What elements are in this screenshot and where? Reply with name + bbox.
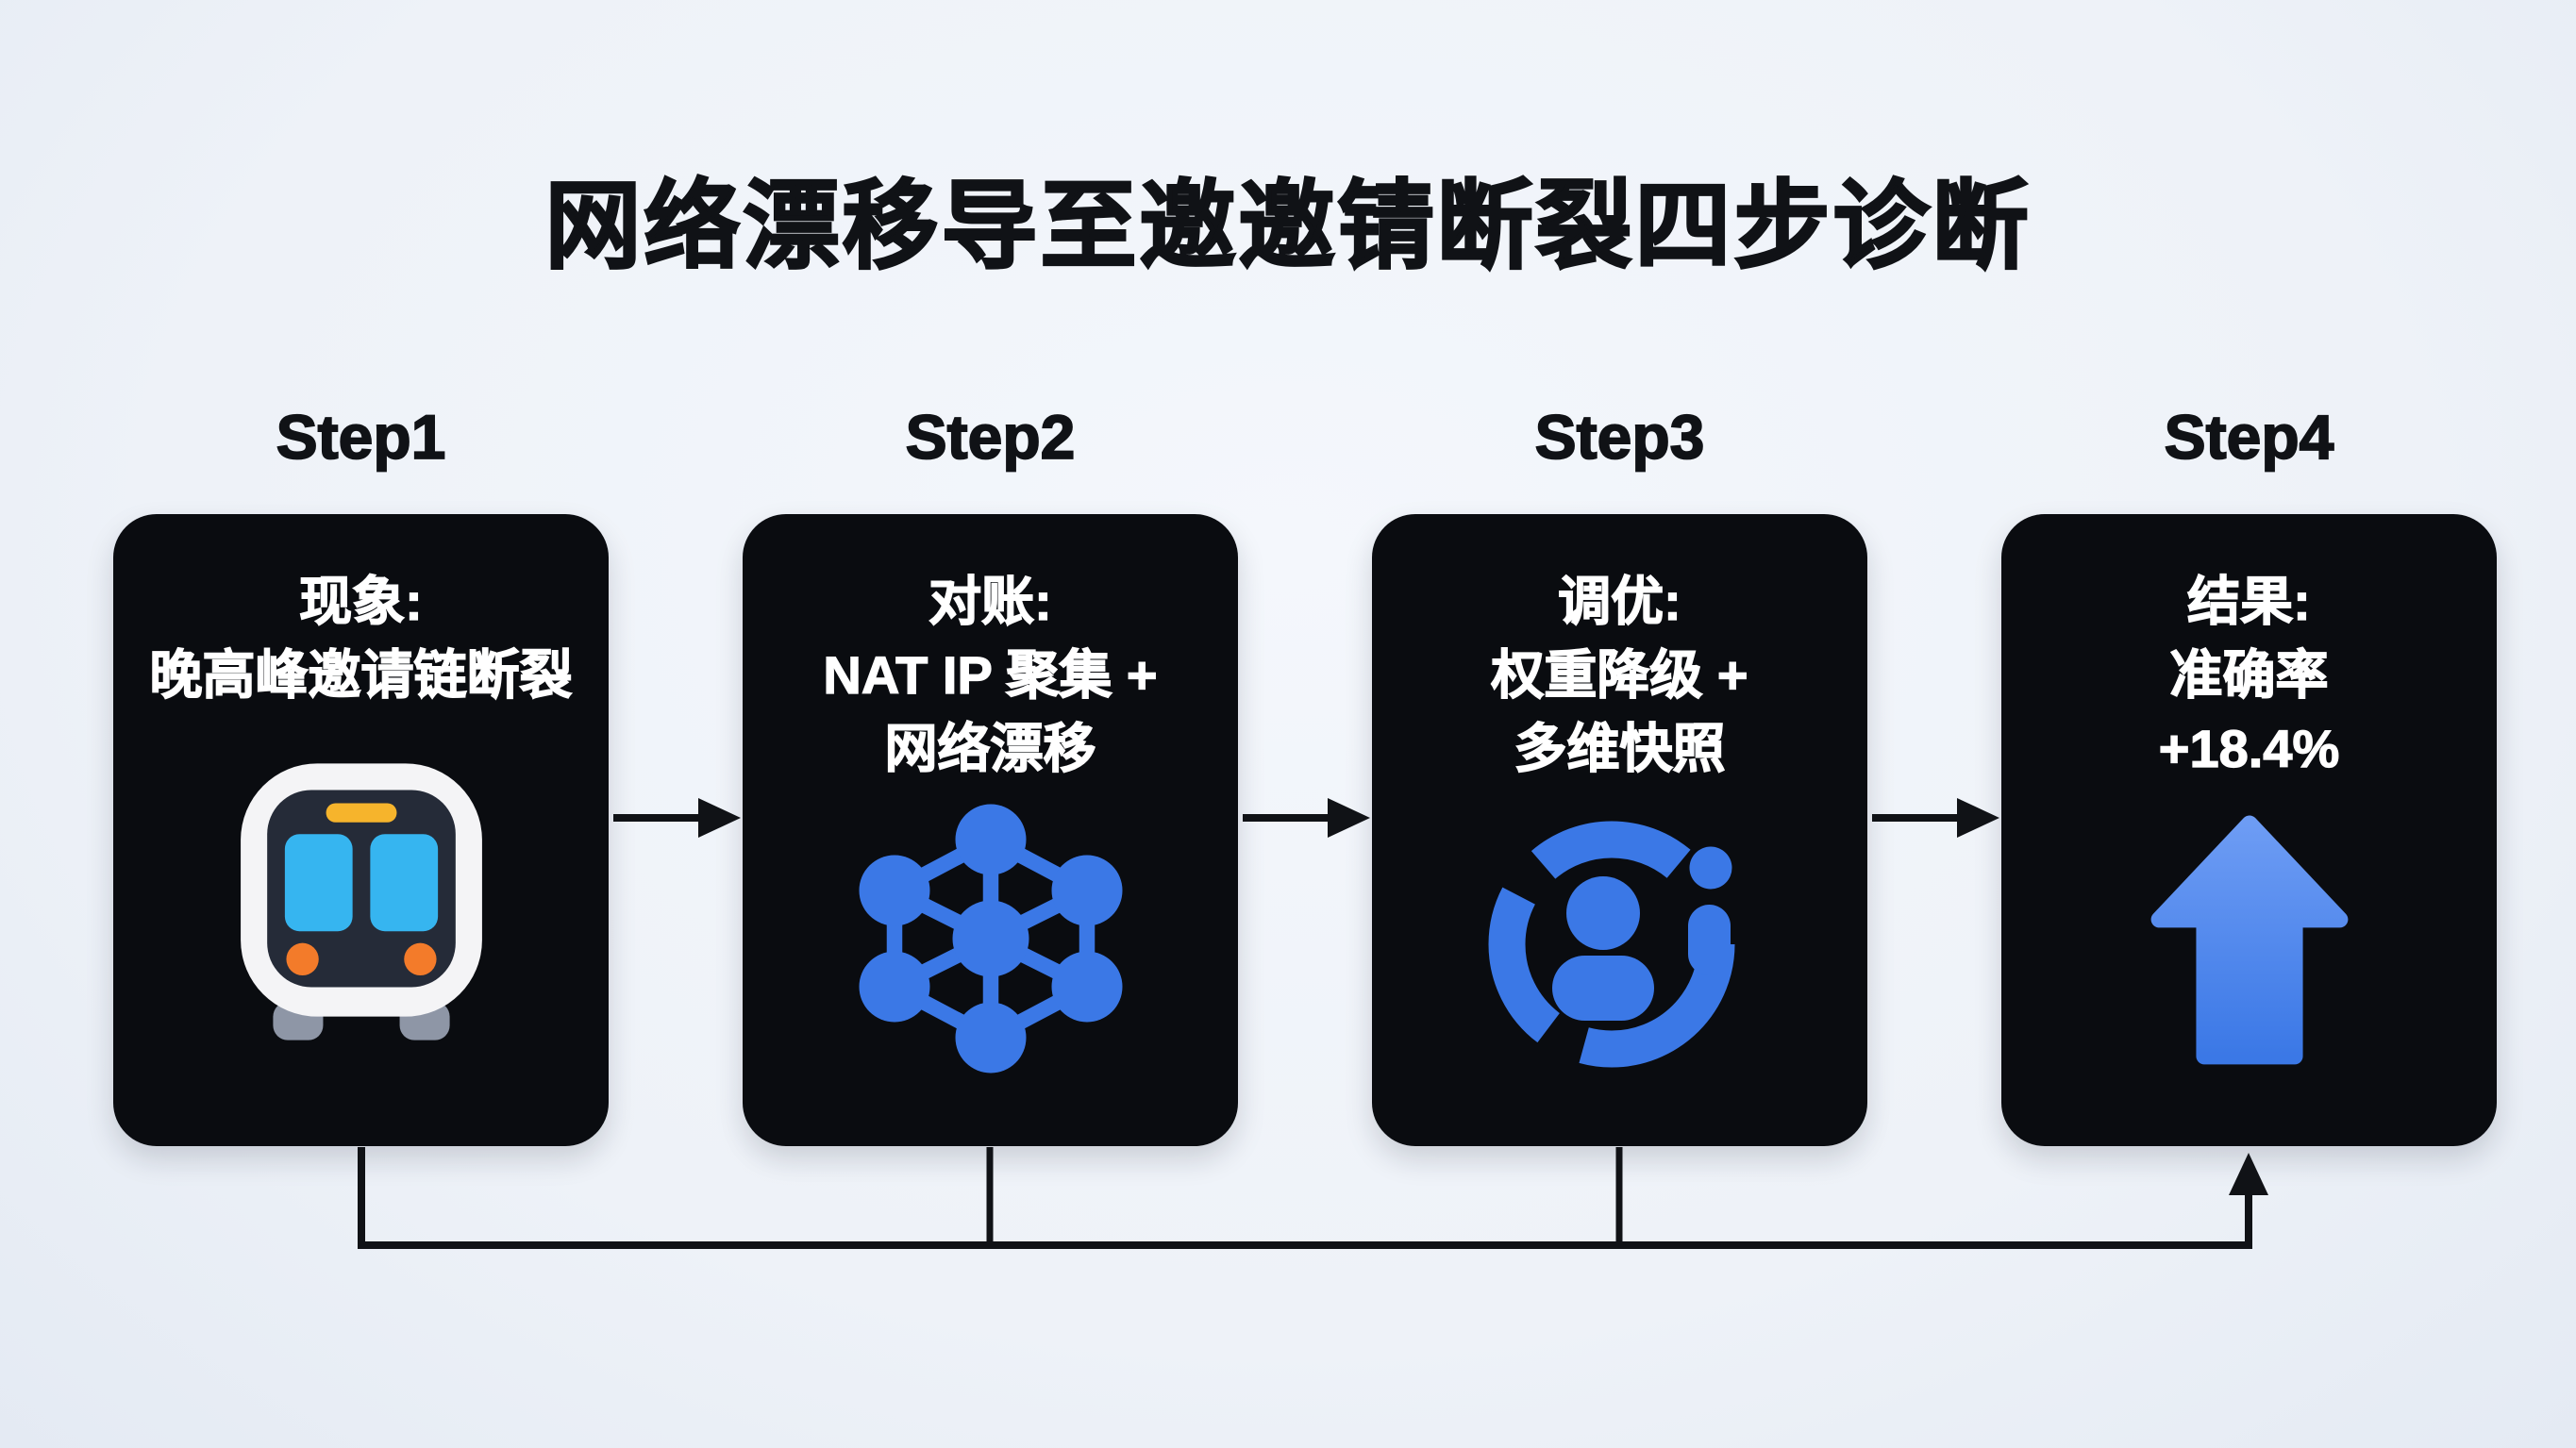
step-box: 现象: 晚高峰邀请链断裂	[113, 514, 609, 1146]
step-heading: 对账:	[928, 571, 1053, 631]
step-line: 权重降级 +	[1491, 644, 1749, 705]
network-graph-icon	[760, 786, 1221, 1091]
user-sync-icon	[1389, 786, 1850, 1091]
step-label: Step2	[905, 401, 1077, 473]
feedback-line	[358, 1147, 2268, 1249]
step-heading: 结果:	[2187, 571, 2312, 631]
step-label: Step1	[276, 401, 447, 473]
step-line: 晚高峰邀请链断裂	[149, 644, 573, 705]
step-box: 结果: 准确率 +18.4%	[2001, 514, 2497, 1146]
step-group-1: Step1 现象: 晚高峰邀请链断裂	[113, 401, 609, 1146]
metro-train-icon	[130, 712, 592, 1091]
up-arrow-icon	[2018, 786, 2480, 1091]
step-label: Step3	[1534, 401, 1706, 473]
step-label: Step4	[2164, 401, 2335, 473]
step-heading: 现象:	[299, 571, 424, 631]
step-box: 调优: 权重降级 + 多维快照	[1372, 514, 1867, 1146]
step-line: 多维快照	[1514, 718, 1726, 778]
diagram-title: 网络漂移导至邀邀锖断裂四步诊断	[544, 172, 2032, 282]
step-heading: 调优:	[1558, 571, 1682, 631]
step-line: +18.4%	[2158, 718, 2340, 778]
step-line: 网络漂移	[884, 718, 1096, 778]
step-line: NAT IP 聚集 +	[823, 644, 1159, 705]
step-box: 对账: NAT IP 聚集 + 网络漂移	[743, 514, 1238, 1146]
step-group-3: Step3 调优: 权重降级 + 多维快照	[1372, 401, 1867, 1146]
step-line: 准确率	[2169, 644, 2329, 705]
step-group-4: Step4 结果: 准确率 +18.4%	[2001, 401, 2497, 1146]
step-group-2: Step2 对账: NAT IP 聚集 + 网络漂移	[743, 401, 1238, 1146]
